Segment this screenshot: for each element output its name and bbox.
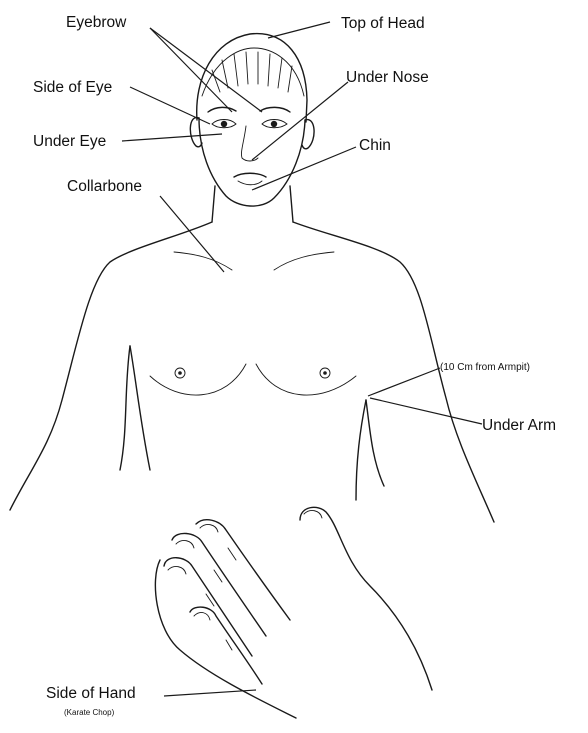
eyebrow-leader-left [150,28,232,112]
label-collarbone: Collarbone [67,178,142,195]
side-of-hand-leader [164,690,256,696]
eyebrow-leader-right [150,28,262,112]
label-karate-chop: (Karate Chop) [64,708,115,717]
leader-lines [122,22,482,696]
label-eyebrow: Eyebrow [66,14,127,31]
label-under-eye: Under Eye [33,133,106,150]
label-armpit-note: (10 Cm from Armpit) [440,362,530,373]
hand-illustration [155,507,432,718]
chin-leader [252,147,356,190]
label-top-of-head: Top of Head [341,15,425,32]
label-under-nose: Under Nose [346,69,429,86]
top-of-head-leader [268,22,330,38]
body-outline-illustration [10,34,494,522]
label-chin: Chin [359,137,391,154]
under-eye-leader [122,134,222,141]
collarbone-leader [160,196,224,272]
armpit-note-leader [368,368,440,396]
under-arm-leader [370,398,482,424]
label-under-arm: Under Arm [482,417,556,434]
label-side-of-hand: Side of Hand [46,685,136,702]
point-labels: Eyebrow Top of Head Side of Eye Under No… [33,14,556,717]
label-side-of-eye: Side of Eye [33,79,112,96]
